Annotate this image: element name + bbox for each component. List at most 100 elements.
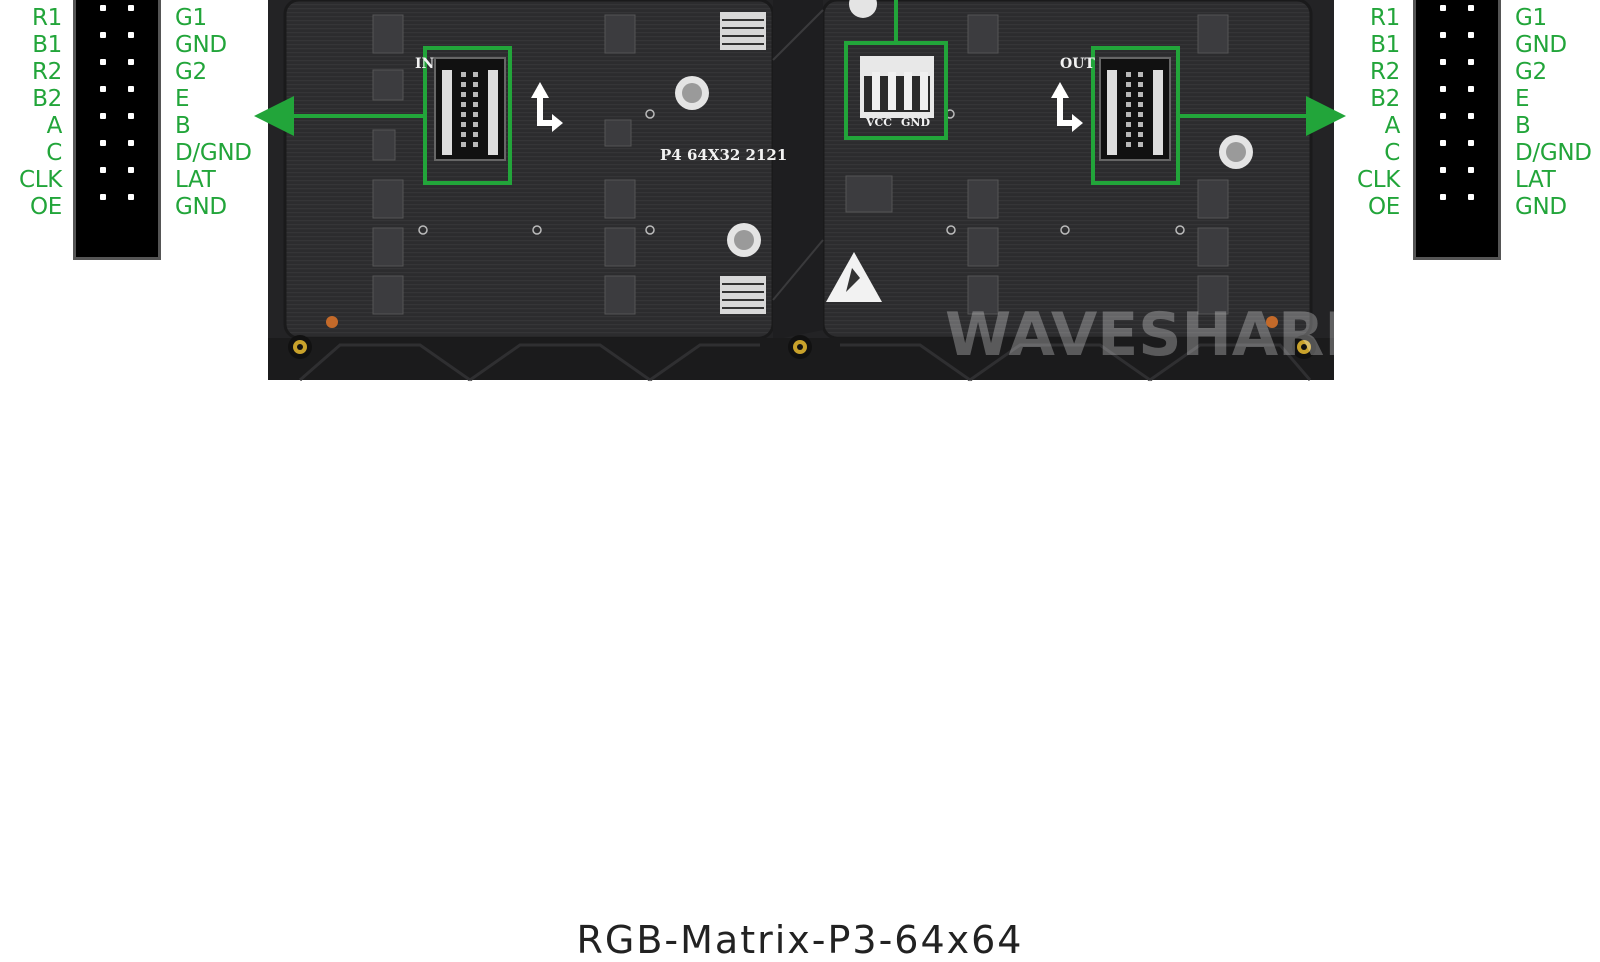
left-pin-label: CLK: [18, 167, 62, 193]
connector-pin: [461, 102, 466, 107]
left-pin-header: [73, 0, 161, 260]
board-in-label: IN: [415, 56, 435, 72]
header-pin-dot: [128, 194, 134, 200]
header-pin-dot: [100, 194, 106, 200]
header-pin-dot: [100, 59, 106, 65]
connector-pin: [1126, 82, 1131, 87]
out-connector: [1099, 57, 1171, 161]
left-pin-label: B2: [1370, 86, 1400, 112]
header-pin-dot: [128, 113, 134, 119]
board-model-text: P4 64X32 2121: [660, 146, 787, 164]
connector-pin: [1126, 72, 1131, 77]
right-pin-label: G1: [1515, 5, 1547, 31]
header-pin-dot: [1468, 194, 1474, 200]
left-pin-label: B1: [1370, 32, 1400, 58]
connector-pin: [461, 112, 466, 117]
header-pin-dot: [1468, 140, 1474, 146]
right-pin-label: GND: [1515, 194, 1567, 220]
power-connector: [860, 56, 934, 118]
board-right-panel: [821, 0, 1313, 340]
watermark: WAVESHARE: [945, 300, 1365, 370]
right-pin-label: E: [175, 86, 190, 112]
connector-pin: [473, 112, 478, 117]
header-pin-dot: [1468, 113, 1474, 119]
connector-pin: [1138, 72, 1143, 77]
board-direction-arrows: [531, 82, 1083, 132]
connector-pin: [1126, 102, 1131, 107]
left-pin-label: CLK: [1356, 167, 1400, 193]
header-pin-dot: [100, 86, 106, 92]
header-pin-dot: [100, 32, 106, 38]
product-caption: RGB-Matrix-P3-64x64: [576, 918, 1024, 962]
left-pin-label: R1: [1369, 5, 1400, 31]
header-pin-dot: [1440, 86, 1446, 92]
header-pin-dot: [128, 32, 134, 38]
connector-pin: [1138, 112, 1143, 117]
connector-pin: [461, 72, 466, 77]
header-pin-dot: [1468, 59, 1474, 65]
right-pin-label: G2: [1515, 59, 1547, 85]
power-vcc-label: VCC: [865, 116, 892, 129]
board-left-panel: [283, 0, 775, 340]
mounting-holes: [288, 316, 1316, 359]
right-pin-label: E: [1515, 86, 1530, 112]
right-pin-label: B: [175, 113, 191, 139]
connector-pin: [473, 122, 478, 127]
connector-pin: [473, 132, 478, 137]
right-pin-label: LAT: [175, 167, 216, 193]
left-pin-label: R2: [1369, 59, 1400, 85]
left-pin-label: R1: [31, 5, 62, 31]
header-pin-dot: [100, 140, 106, 146]
header-pin-dot: [1440, 194, 1446, 200]
power-gnd-label: GND: [901, 116, 930, 129]
header-pin-dot: [1440, 59, 1446, 65]
right-pin-label: D/GND: [1515, 140, 1592, 166]
right-pin-label: G1: [175, 5, 207, 31]
connector-pin: [473, 72, 478, 77]
board-center-rib: [773, 0, 823, 340]
connector-pin: [1126, 112, 1131, 117]
left-pin-label: OE: [1367, 194, 1400, 220]
header-pin-dot: [1440, 113, 1446, 119]
left-pin-label: OE: [29, 194, 62, 220]
header-pin-dot: [1468, 167, 1474, 173]
header-pin-dot: [128, 86, 134, 92]
connector-pin: [473, 102, 478, 107]
right-pin-label: D/GND: [175, 140, 252, 166]
connector-pin: [1126, 132, 1131, 137]
connector-pin: [473, 92, 478, 97]
esd-warning-icon: [826, 252, 882, 302]
header-pin-dot: [1440, 5, 1446, 11]
header-pin-dot: [100, 5, 106, 11]
left-pin-label: A: [46, 113, 63, 139]
header-pin-dot: [100, 113, 106, 119]
right-pin-label: GND: [175, 194, 227, 220]
connector-pin: [1138, 142, 1143, 147]
left-pin-label: R2: [31, 59, 62, 85]
connector-pin: [1126, 122, 1131, 127]
connector-pin: [1138, 82, 1143, 87]
connector-pin: [473, 142, 478, 147]
right-pin-label: B: [1515, 113, 1531, 139]
header-pin-dot: [128, 59, 134, 65]
header-pin-dot: [1440, 140, 1446, 146]
header-pin-dot: [1440, 167, 1446, 173]
connector-pin: [1138, 92, 1143, 97]
header-pin-dot: [1468, 86, 1474, 92]
connector-pin: [461, 92, 466, 97]
in-connector: [434, 57, 506, 161]
left-pin-label: A: [1384, 113, 1401, 139]
header-pin-dot: [1440, 32, 1446, 38]
connector-pin: [1126, 142, 1131, 147]
striped-chips: [720, 12, 766, 314]
header-pin-dot: [128, 140, 134, 146]
board-out-label: OUT: [1060, 56, 1095, 72]
connector-pin: [461, 82, 466, 87]
connector-pin: [461, 132, 466, 137]
right-pin-label: LAT: [1515, 167, 1556, 193]
header-pin-dot: [128, 5, 134, 11]
connector-pin: [1126, 92, 1131, 97]
header-pin-dot: [100, 167, 106, 173]
